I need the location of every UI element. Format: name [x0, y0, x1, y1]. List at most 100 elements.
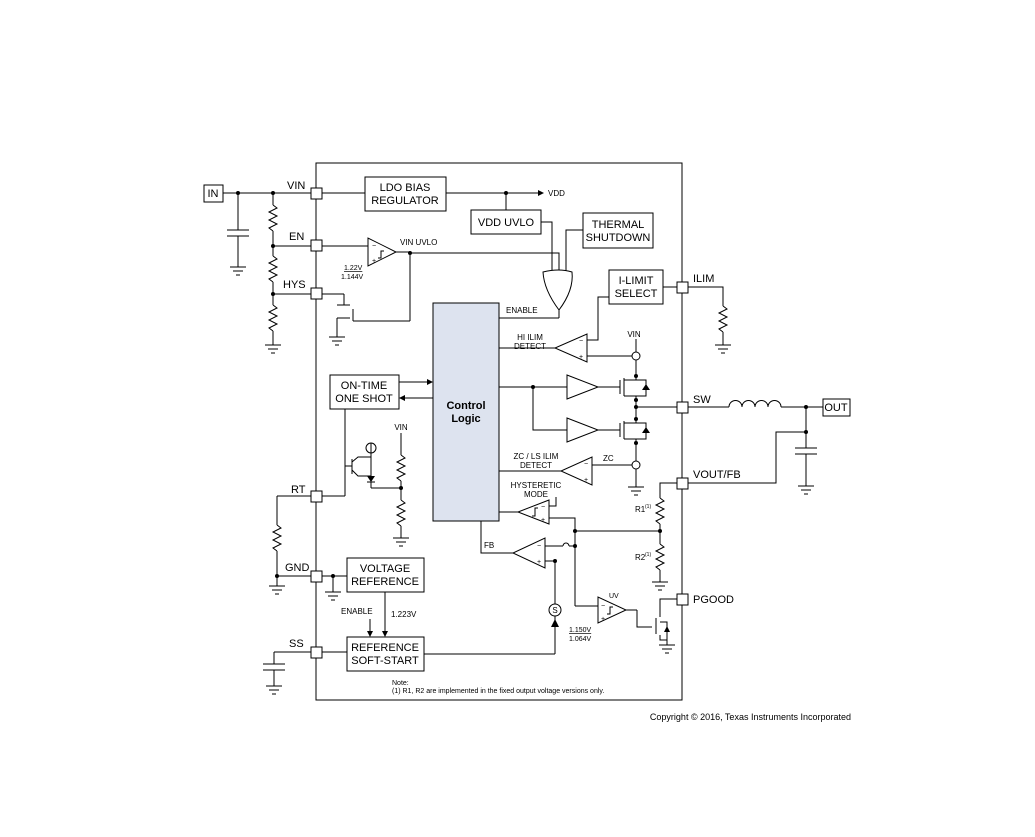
- voltage-reference-block: [346, 557, 425, 593]
- en-comparator-symbol: [367, 237, 398, 267]
- svg-text:+: +: [541, 517, 545, 524]
- pin-pgood-label: PGOOD: [693, 594, 734, 606]
- ground-symbol: [798, 485, 814, 495]
- ground-symbol: [715, 344, 731, 354]
- input-network: IN: [203, 184, 311, 354]
- uv-comparator: − + UV 1.150V 1.064V: [569, 593, 677, 654]
- thermal-line1: THERMAL: [592, 219, 645, 231]
- reference-section: VOLTAGE REFERENCE 1.223V ENABLE REFERENC…: [322, 557, 425, 672]
- or-gate-symbol: [542, 269, 573, 311]
- low-side-driver: [566, 417, 600, 443]
- enable-or-gate: ENABLE: [499, 269, 573, 319]
- enable-ref-label: ENABLE: [341, 607, 373, 616]
- in-terminal-label: IN: [208, 188, 219, 200]
- hysteretic-comparator-symbol: [516, 499, 550, 525]
- thermal-shutdown-block: [582, 212, 654, 249]
- pin-rt-label: RT: [291, 484, 306, 496]
- hi-ilim-comparator: − + HI ILIM DETECT VIN: [499, 330, 641, 363]
- svg-text:−: −: [584, 461, 588, 468]
- right-pins: SW VOUT/FB PGOOD: [676, 394, 741, 606]
- vref-line1: VOLTAGE: [360, 563, 410, 575]
- hyst-line1: HYSTERETIC: [511, 481, 562, 490]
- zc-label: ZC: [603, 454, 614, 463]
- r1-label: R1: [635, 505, 646, 514]
- control-line1: Control: [446, 400, 485, 412]
- svg-text:−: −: [537, 543, 541, 550]
- ontime-line1: ON-TIME: [341, 380, 387, 392]
- hyst-line2: MODE: [524, 490, 548, 499]
- zc-ls-line1: ZC / LS ILIM: [514, 452, 559, 461]
- ground-symbol: [230, 266, 246, 276]
- zc-comparator: − + ZC / LS ILIM DETECT ZC: [499, 452, 632, 486]
- refss-line1: REFERENCE: [351, 642, 419, 654]
- control-line2: Logic: [451, 413, 480, 425]
- pin-rt: [310, 490, 323, 503]
- refss-line2: SOFT-START: [351, 655, 419, 667]
- ground-symbol: [269, 585, 285, 595]
- ground-symbol: [393, 537, 409, 547]
- pin-ilim-label: ILIM: [693, 273, 714, 285]
- note-title: Note:: [392, 680, 409, 687]
- ground-symbol: [329, 336, 345, 346]
- uv-label: UV: [609, 593, 619, 600]
- hi-ilim-comparator-symbol: [553, 333, 588, 363]
- ground-symbol: [628, 486, 644, 496]
- svg-text:−: −: [579, 338, 583, 345]
- ground-symbol: [652, 581, 668, 591]
- hys-mosfet: [322, 293, 410, 346]
- fb-comparator: − + FB: [480, 521, 577, 606]
- feedback-divider: R1 (1) R2 (1): [635, 482, 677, 591]
- control-logic-block: [432, 302, 500, 522]
- pin-ss: [310, 646, 323, 659]
- svg-text:+: +: [584, 477, 588, 484]
- pin-vin-label: VIN: [287, 180, 305, 192]
- svg-text:+: +: [537, 559, 541, 566]
- hi-ilim-line1: HI ILIM: [517, 333, 543, 342]
- vdd-label: VDD: [548, 189, 565, 198]
- hysteretic-comparator: − + HYSTERETIC MODE: [499, 481, 660, 532]
- output-filter: OUT: [688, 398, 851, 495]
- svg-text:+: +: [601, 616, 605, 623]
- ontime-line2: ONE SHOT: [335, 393, 393, 405]
- vin-label-top: VIN: [627, 330, 641, 339]
- pin-sw-label: SW: [693, 394, 711, 406]
- pin-vout-fb: [676, 477, 689, 490]
- left-pins: VIN EN HYS RT GND SS: [283, 180, 323, 659]
- ss-capacitor: [263, 651, 311, 695]
- r2-label: R2: [635, 553, 646, 562]
- ground-symbol: [325, 591, 341, 601]
- ldo-line1: LDO BIAS: [380, 182, 431, 194]
- en-threshold-high: 1.22V: [344, 265, 363, 272]
- pin-hys-label: HYS: [283, 279, 306, 291]
- v1223-label: 1.223V: [391, 610, 417, 619]
- ground-symbol: [659, 644, 675, 654]
- note-line1: (1) R1, R2 are implemented in the fixed …: [392, 688, 604, 695]
- r2-note-ref: (1): [645, 552, 651, 558]
- vref-line2: REFERENCE: [351, 576, 419, 588]
- pin-hys: [310, 287, 323, 300]
- fb-label: FB: [484, 541, 494, 550]
- out-terminal: [822, 398, 851, 417]
- en-comparator: − + VIN UVLO 1.22V 1.144V: [322, 237, 437, 321]
- ilimit-section: I-LIMIT SELECT ILIM: [587, 269, 731, 354]
- power-stage: [499, 360, 677, 496]
- pin-sw: [676, 401, 689, 414]
- pin-en-label: EN: [289, 231, 304, 243]
- ldo-section: LDO BIAS REGULATOR VDD VDD UVLO THERMAL …: [322, 176, 654, 272]
- thermal-line2: SHUTDOWN: [586, 232, 651, 244]
- on-time-one-shot-block: [329, 374, 400, 410]
- vdd-uvlo-block: [470, 209, 542, 235]
- svg-text:+: +: [372, 258, 376, 265]
- ldo-bias-regulator-block: [364, 176, 447, 212]
- r1-note-ref: (1): [645, 504, 651, 510]
- ilimit-line1: I-LIMIT: [619, 275, 654, 287]
- svg-text:+: +: [579, 354, 583, 361]
- reference-soft-start-block: [346, 636, 425, 672]
- ss-switch: S: [424, 603, 562, 655]
- ontime-section: ON-TIME ONE SHOT VIN: [322, 374, 433, 547]
- uv-comparator-symbol: [597, 596, 628, 624]
- copyright-text: Copyright © 2016, Texas Instruments Inco…: [650, 712, 851, 722]
- pin-vin: [310, 187, 323, 200]
- hi-ilim-line2: DETECT: [514, 342, 546, 351]
